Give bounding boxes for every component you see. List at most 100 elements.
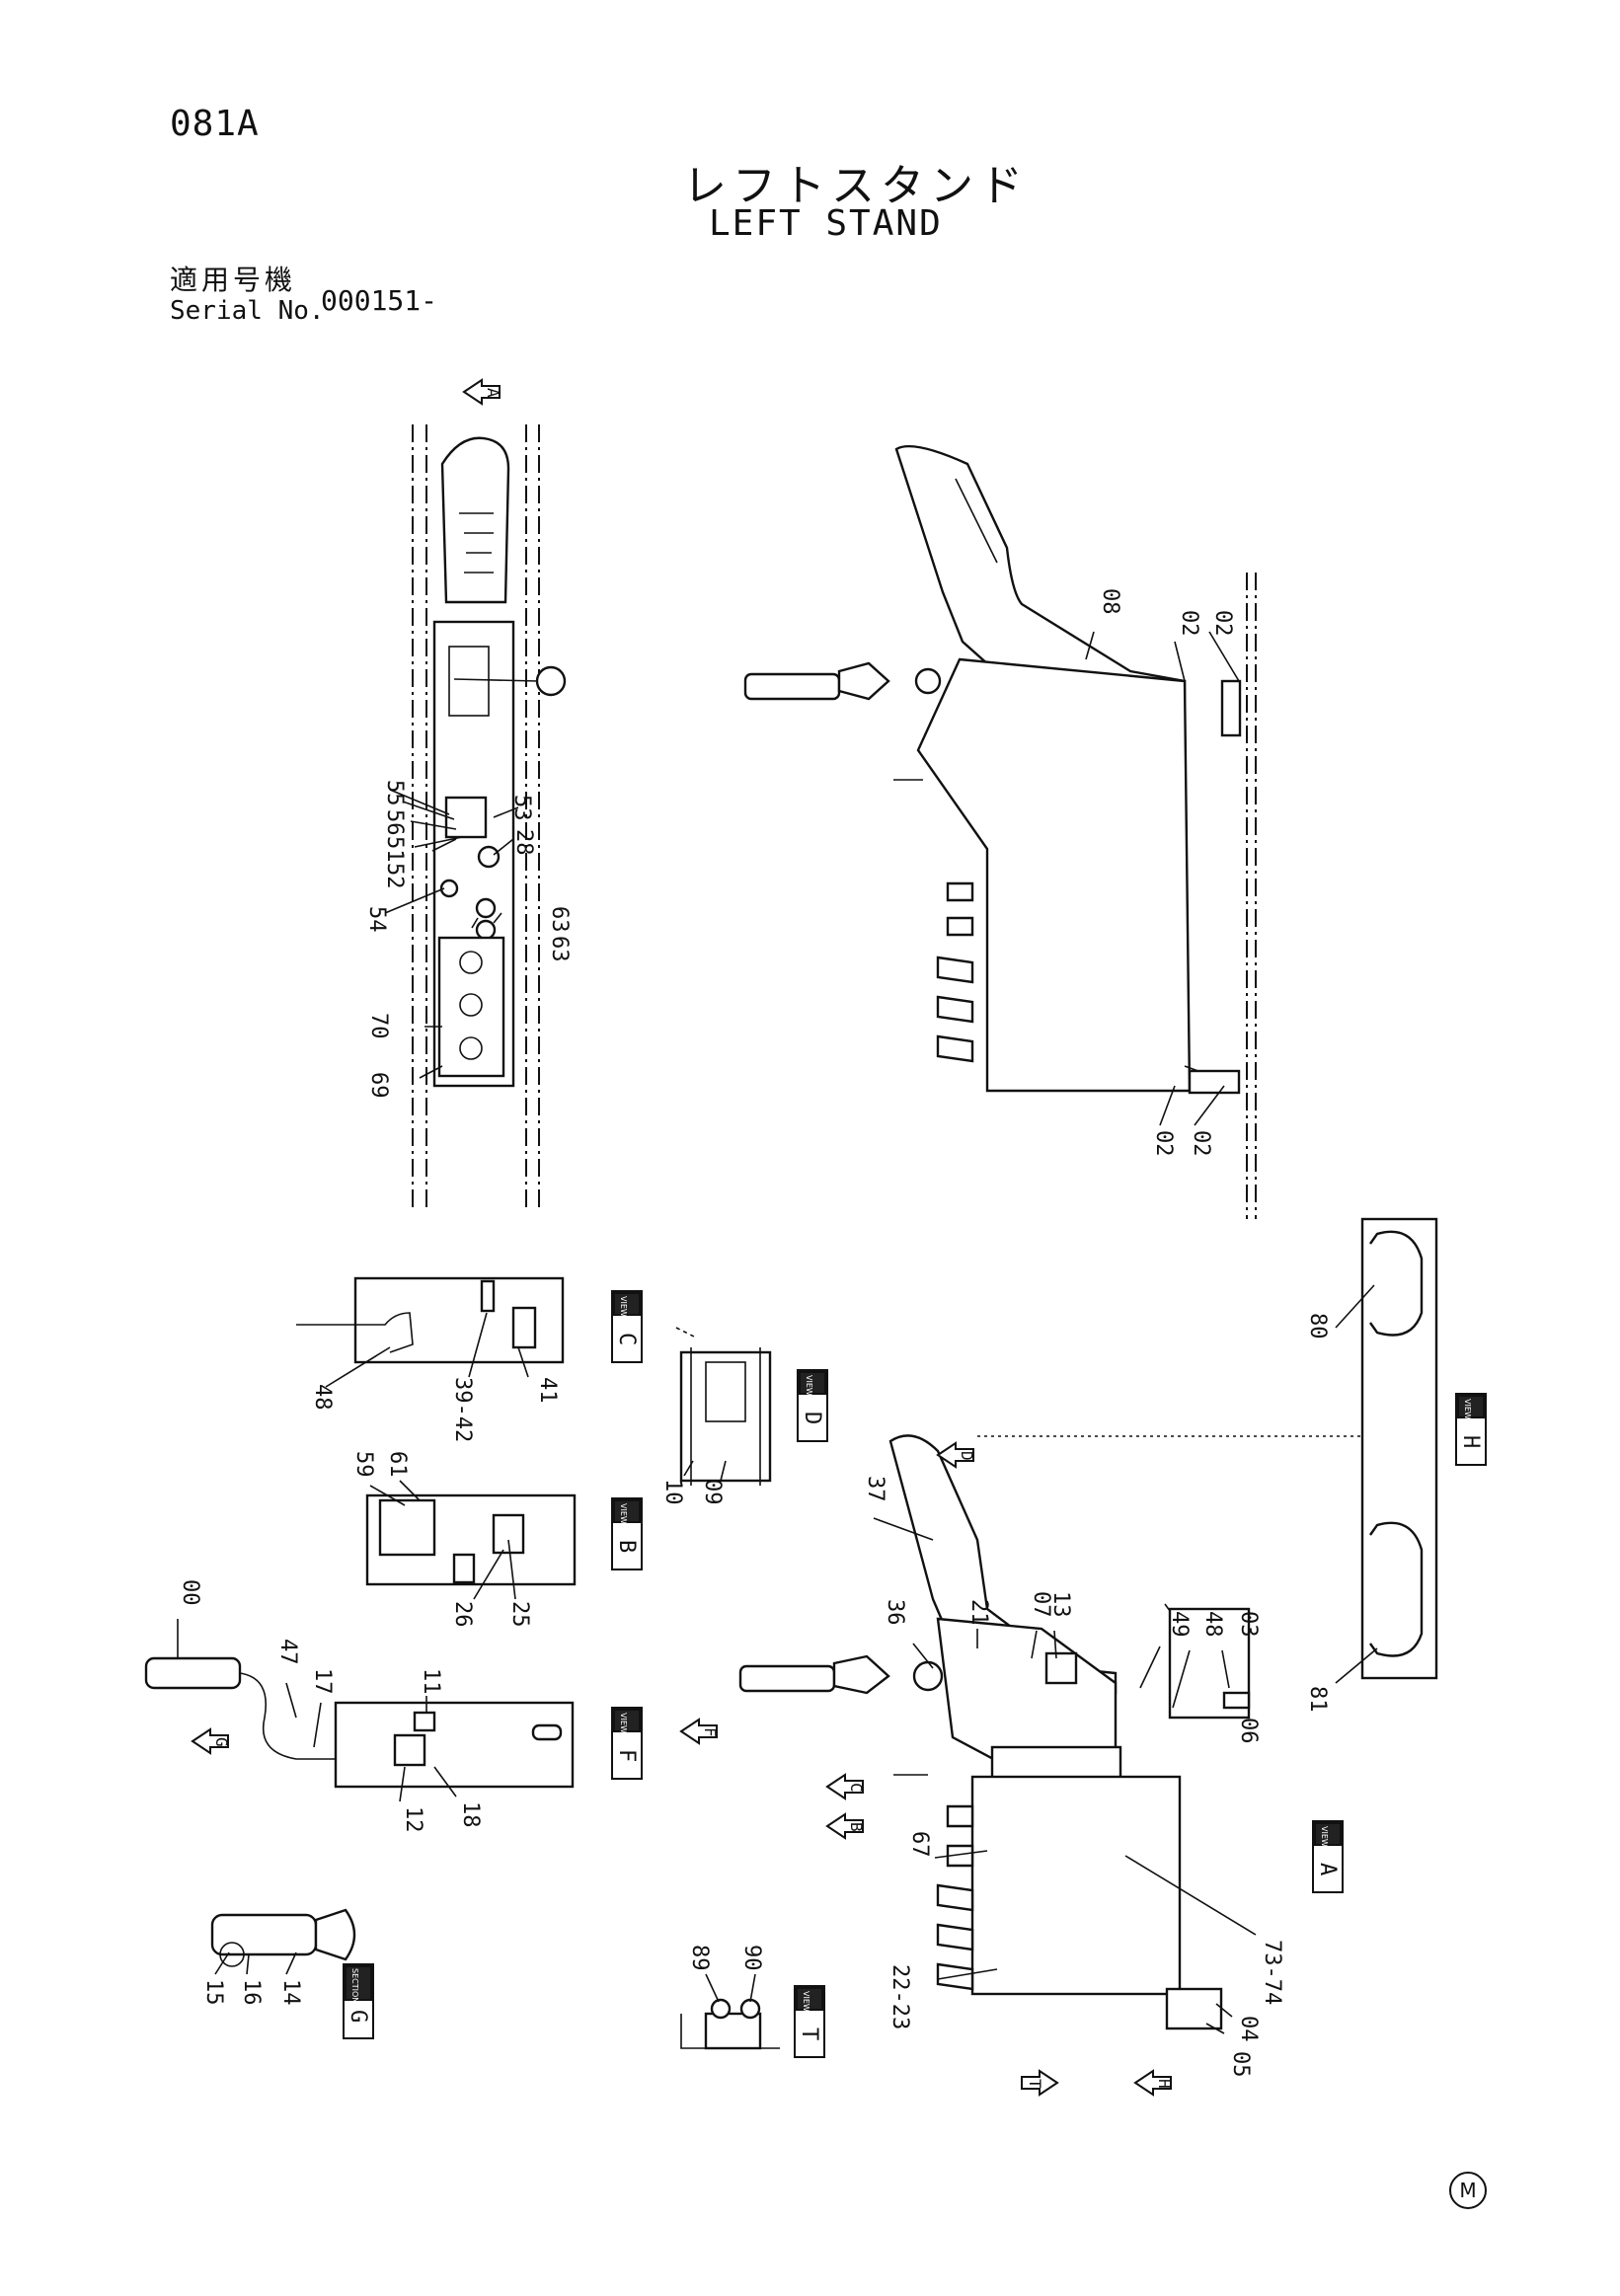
svg-text:D: D: [800, 1412, 824, 1424]
lever-grip: [144, 1656, 242, 1690]
svg-text:VIEW: VIEW: [619, 1503, 628, 1524]
callout-number: 37: [863, 1476, 887, 1502]
title-english: LEFT STAND: [709, 203, 943, 244]
svg-text:VIEW: VIEW: [1463, 1399, 1472, 1419]
view-tags: VIEW C VIEW B VIEW D VIEW H VIEW F VIEW …: [343, 1290, 1487, 2058]
frame-foot: [1165, 1987, 1223, 2030]
callout-number: 13: [1048, 1591, 1073, 1618]
view-arrow-f: F: [679, 1718, 720, 1745]
svg-text:H: H: [1458, 1435, 1483, 1448]
callout-number: 73-74: [1260, 1940, 1284, 2005]
callout-number: 15: [201, 1979, 226, 2006]
callout-number: 09: [700, 1479, 725, 1505]
view-b-part: [452, 1553, 476, 1584]
callout-number: 25: [507, 1601, 532, 1628]
view-b: [365, 1480, 577, 1600]
callout-number: 36: [883, 1599, 907, 1626]
callout-number: 90: [739, 1945, 764, 1971]
view-tag-b: VIEW B: [611, 1497, 643, 1570]
callout-number: 16: [239, 1979, 264, 2006]
leader-lines: [683, 1460, 727, 1482]
callout-number: 03: [1236, 1611, 1261, 1638]
svg-text:VIEW: VIEW: [802, 1991, 810, 2012]
svg-text:A: A: [484, 388, 502, 398]
callout-number: 63: [547, 906, 572, 933]
leader-lines: [325, 1312, 529, 1388]
dial: [459, 951, 483, 974]
callout-number: 02: [1151, 1130, 1176, 1157]
view-c-bracket: [511, 1306, 537, 1349]
svg-text:H: H: [1155, 2079, 1174, 2089]
svg-text:SECTION: SECTION: [350, 1968, 359, 2003]
view-tag-g: SECTION G: [343, 1963, 374, 2039]
knobs: [936, 1883, 974, 1991]
joystick-grip: [743, 672, 841, 701]
view-f: [144, 1619, 575, 1802]
svg-text:VIEW: VIEW: [805, 1375, 813, 1396]
leader-lines: [384, 789, 519, 1079]
callout-number: 47: [275, 1639, 300, 1665]
callout-number: 26: [450, 1601, 475, 1628]
svg-text:B: B: [847, 1822, 866, 1832]
lever-cable: [239, 1672, 336, 1760]
page-code: 081A: [170, 104, 260, 144]
svg-text:G: G: [212, 1737, 231, 1747]
callout-number: 80: [1305, 1313, 1330, 1339]
svg-text:A: A: [1315, 1863, 1340, 1875]
view-tag-c: VIEW C: [611, 1290, 643, 1363]
armrest-top: [440, 436, 510, 604]
callout-number: 61: [385, 1451, 410, 1478]
callout-labels: 55 56 51 52 53 28 54 63 63 70 69 08 02 0…: [178, 588, 1330, 2078]
section-g-bolt: [219, 1942, 245, 1967]
leader-lines: [705, 1973, 756, 2003]
leader-lines: [214, 1952, 297, 1975]
view-d: [675, 1327, 772, 1486]
callout-number: 55: [382, 780, 407, 806]
knob: [475, 897, 497, 919]
title-japanese: レフトスタンド: [683, 161, 1029, 211]
view-b-block: [378, 1498, 436, 1557]
callout-number: 41: [535, 1377, 560, 1404]
callout-number: 12: [401, 1806, 425, 1833]
view-d-dash: [675, 1327, 697, 1339]
serial-label-japanese: 適用号機: [170, 264, 297, 296]
dial: [459, 993, 483, 1017]
view-arrow-g: G: [191, 1727, 231, 1755]
leader-lines: [177, 1619, 457, 1802]
callout-number: 48: [310, 1384, 335, 1411]
view-h: [977, 1217, 1438, 1684]
svg-text:D: D: [958, 1451, 976, 1461]
view-t-bolt: [710, 1998, 732, 2020]
view-arrow-c: C: [825, 1773, 866, 1800]
armrest-side: [894, 445, 1187, 701]
callout-number: 39-42: [450, 1377, 475, 1442]
callout-number: 81: [1305, 1686, 1330, 1713]
svg-text:B: B: [614, 1540, 639, 1553]
callout-number: 00: [178, 1579, 202, 1606]
callout-number: 48: [1200, 1611, 1225, 1638]
armrest-highlight: [955, 478, 998, 564]
section-g-boot: [314, 1908, 356, 1961]
callout-number: 89: [687, 1945, 712, 1971]
joystick-lever: [453, 678, 539, 682]
callout-number: 02: [1177, 610, 1201, 637]
callout-number: 07: [1029, 1591, 1053, 1618]
view-arrow-b: B: [825, 1812, 866, 1840]
callout-number: 49: [1167, 1611, 1192, 1638]
view-tag-a: VIEW A: [1312, 1820, 1344, 1893]
top-view: [384, 424, 567, 1212]
knobs: [946, 1804, 974, 1868]
callout-number: 11: [419, 1668, 443, 1695]
callout-number: 63: [547, 936, 572, 962]
callout-number: 02: [1210, 610, 1235, 637]
control-panel: [437, 936, 505, 1078]
armrest-detail: [459, 512, 494, 574]
svg-text:VIEW: VIEW: [1320, 1826, 1329, 1847]
view-d-frame: [679, 1350, 772, 1483]
callout-number: 52: [382, 863, 407, 889]
view-d-window: [705, 1361, 746, 1422]
view-arrow-d: D: [936, 1441, 976, 1469]
serial-label-english: Serial No.: [170, 296, 325, 326]
view-f-slot: [531, 1723, 563, 1741]
callout-number: 28: [511, 829, 536, 856]
